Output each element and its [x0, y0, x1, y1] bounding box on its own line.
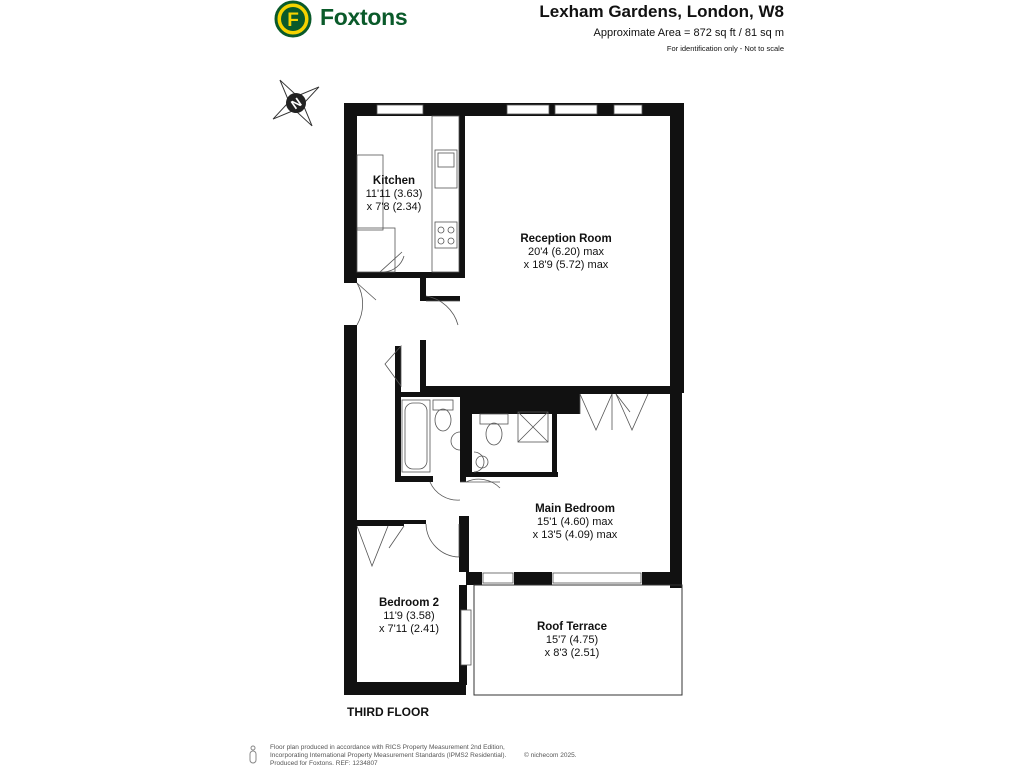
door-swings [356, 282, 649, 568]
reception-dim2: x 18'9 (5.72) max [523, 259, 609, 271]
kitchen-label: Kitchen 11'11 (3.63) x 7'8 (2.34) [357, 175, 431, 214]
footer-text: Floor plan produced in accordance with R… [270, 744, 530, 768]
reception-label: Reception Room 20'4 (6.20) max x 18'9 (5… [496, 233, 636, 272]
roof-terrace-dim1: 15'7 (4.75) [545, 634, 599, 646]
main-bedroom-label: Main Bedroom 15'1 (4.60) max x 13'5 (4.0… [515, 503, 635, 542]
bedroom2-label: Bedroom 2 11'9 (3.58) x 7'11 (2.41) [364, 597, 454, 636]
floor-label: THIRD FLOOR [347, 705, 429, 719]
reception-dim1: 20'4 (6.20) max [527, 246, 605, 258]
roof-terrace-name: Roof Terrace [536, 621, 608, 633]
property-title: Lexham Gardens, London, W8 [539, 2, 784, 21]
compass-icon: N [272, 79, 320, 127]
kitchen-name: Kitchen [372, 175, 416, 187]
bedroom2-dim2: x 7'11 (2.41) [379, 623, 439, 635]
walls [344, 103, 684, 695]
roof-terrace-label: Roof Terrace 15'7 (4.75) x 8'3 (2.51) [522, 621, 622, 660]
footer-line3: Produced for Foxtons. REF: 1234807 [270, 760, 378, 767]
main-bedroom-dim2: x 13'5 (4.09) max [532, 529, 618, 541]
bedroom2-dim1: 11'9 (3.58) [383, 610, 435, 622]
kitchen-dim2: x 7'8 (2.34) [366, 201, 422, 213]
accessibility-icon [249, 745, 257, 764]
kitchen-fittings [356, 115, 460, 273]
footer-copyright: © nichecom 2025. [524, 752, 577, 759]
approximate-area: Approximate Area = 872 sq ft / 81 sq m [593, 27, 784, 39]
brand-name: Foxtons [320, 4, 408, 30]
foxtons-logo: F [274, 0, 312, 38]
reception-name: Reception Room [520, 233, 612, 245]
scale-note: For identification only - Not to scale [666, 44, 784, 53]
kitchen-dim1: 11'11 (3.63) [365, 188, 423, 200]
main-bedroom-name: Main Bedroom [535, 503, 615, 515]
bedroom2-name: Bedroom 2 [378, 597, 440, 609]
footer-line2: Incorporating International Property Mea… [270, 752, 507, 759]
main-bedroom-dim1: 15'1 (4.60) max [536, 516, 614, 528]
roof-terrace-dim2: x 8'3 (2.51) [544, 647, 600, 659]
footer-line1: Floor plan produced in accordance with R… [270, 744, 505, 751]
bathroom-fittings [401, 399, 549, 473]
logo-letter: F [287, 10, 299, 31]
